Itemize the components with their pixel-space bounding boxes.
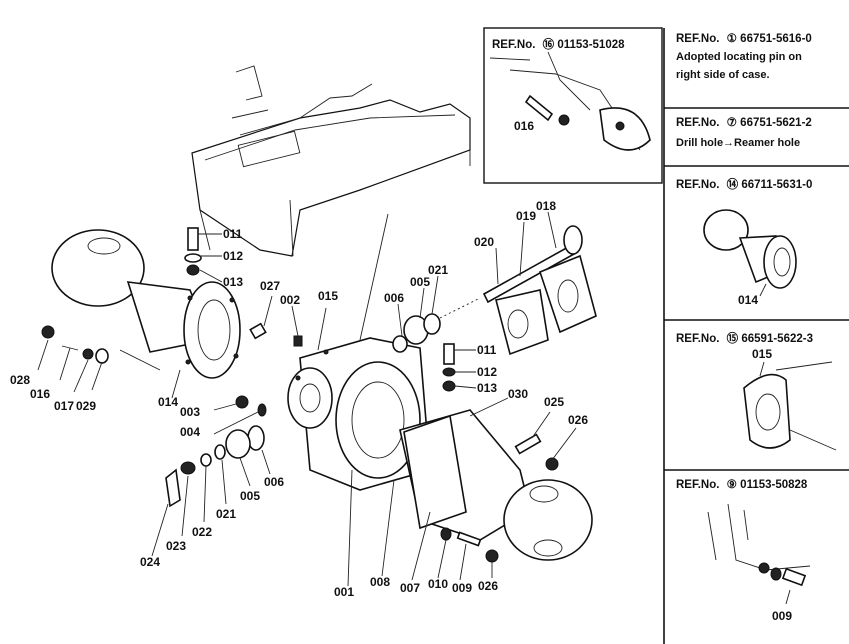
part-label-026-lower: 026 [478,579,498,593]
part-label-023: 023 [166,539,186,553]
part-label-011-lower: 011 [477,343,497,357]
ref-15-number: 66591-5622-3 [741,333,813,345]
part-label-008: 008 [370,575,390,589]
part-label-013-lower: 013 [477,381,497,395]
part-label-012-upper: 012 [223,249,243,263]
part-label-016-main: 016 [30,387,50,401]
part-label-017: 017 [54,399,74,413]
ref-16-prefix: REF.No. [492,39,535,51]
ref-15-mark: ⑮ [727,331,739,345]
inset-ref-16: REF.No. ⑯ 01153-51028 016 [483,27,663,184]
ref-panel: REF.No. ① 66751-5616-0 Adopted locating … [663,28,849,644]
part-label-009-main: 009 [452,581,472,595]
ref-1-number: 66751-5616-0 [740,33,812,45]
part-label-029: 029 [76,399,96,413]
ref-14-sketch [703,209,797,297]
chassis-frame [191,65,471,341]
svg-text:REF.No. ① 66751-56: REF.No. ① 66751-5616-0 [676,32,812,45]
part-label-022: 022 [192,525,212,539]
part-label-004: 004 [180,425,200,439]
ref-15-sketch [743,361,837,451]
ref-16-mark: ⑯ [543,37,555,51]
ref-1-mark: ① [727,32,738,45]
inset-part-label-016: 016 [514,119,534,133]
ref-9-prefix: REF.No. [676,479,719,491]
ref-7-prefix: REF.No. [676,117,719,129]
ref-9-mark: ⑨ [727,478,738,491]
part-label-027: 027 [260,279,280,293]
left-axle-case [51,229,241,379]
shaft-assembly [392,225,597,356]
part-label-018: 018 [536,199,556,213]
ref-7-number: 66751-5621-2 [740,117,812,129]
part-label-013-upper: 013 [223,275,243,289]
ref-14-part-label: 014 [738,293,758,307]
svg-text:REF.No. ⑭ 66711-56: REF.No. ⑭ 66711-5631-0 [676,177,812,191]
svg-text:REF.No. ⑮ 66591-56: REF.No. ⑮ 66591-5622-3 [676,331,813,345]
part-label-006-right: 006 [384,291,404,305]
part-label-026-right: 026 [568,413,588,427]
ref-1-note-line-2: right side of case. [676,69,770,81]
part-label-015: 015 [318,289,338,303]
ref-15-part-label: 015 [752,347,772,361]
hardware [41,227,559,563]
part-label-002: 002 [280,293,300,307]
svg-text:REF.No. ⑨ 01153-50: REF.No. ⑨ 01153-50828 [676,478,808,491]
ref-7-note-line-1: Drill hole→Reamer hole [676,137,800,149]
ref-9-part-label: 009 [772,609,792,623]
leader-lines [37,211,577,587]
part-label-012-lower: 012 [477,365,497,379]
ref-7-mark: ⑦ [727,116,738,129]
part-labels: 011 012 013 027 002 015 028 016 017 029 … [10,199,588,599]
ref-1-note-line-1: Adopted locating pin on [676,51,802,63]
part-label-006-left: 006 [264,475,284,489]
part-label-005-right: 005 [410,275,430,289]
part-label-021-right: 021 [428,263,448,277]
part-label-014-main: 014 [158,395,178,409]
right-axle-case [399,409,593,561]
ref-1-prefix: REF.No. [676,33,719,45]
part-label-005-left: 005 [240,489,260,503]
ref-9-sketch [707,503,811,605]
ref-14-number: 66711-5631-0 [741,179,812,191]
part-label-024: 024 [140,555,160,569]
svg-text:REF.No. ⑦ 66751-56: REF.No. ⑦ 66751-5621-2 [676,116,812,129]
part-label-010: 010 [428,577,448,591]
center-case [287,337,431,491]
part-label-030: 030 [508,387,528,401]
part-label-007: 007 [400,581,420,595]
part-label-001: 001 [334,585,354,599]
ref-16-number: 01153-51028 [557,39,625,51]
part-label-003: 003 [180,405,200,419]
part-label-011-upper: 011 [223,227,243,241]
ref-14-prefix: REF.No. [676,179,719,191]
part-label-028: 028 [10,373,30,387]
ref-9-number: 01153-50828 [740,479,808,491]
part-label-021-left: 021 [216,507,236,521]
svg-text:REF.No. ⑯ 01153-51: REF.No. ⑯ 01153-51028 [492,37,625,51]
ref-14-mark: ⑭ [727,177,739,191]
part-label-025: 025 [544,395,564,409]
part-label-019: 019 [516,209,536,223]
ref-15-prefix: REF.No. [676,333,719,345]
part-label-020: 020 [474,235,494,249]
